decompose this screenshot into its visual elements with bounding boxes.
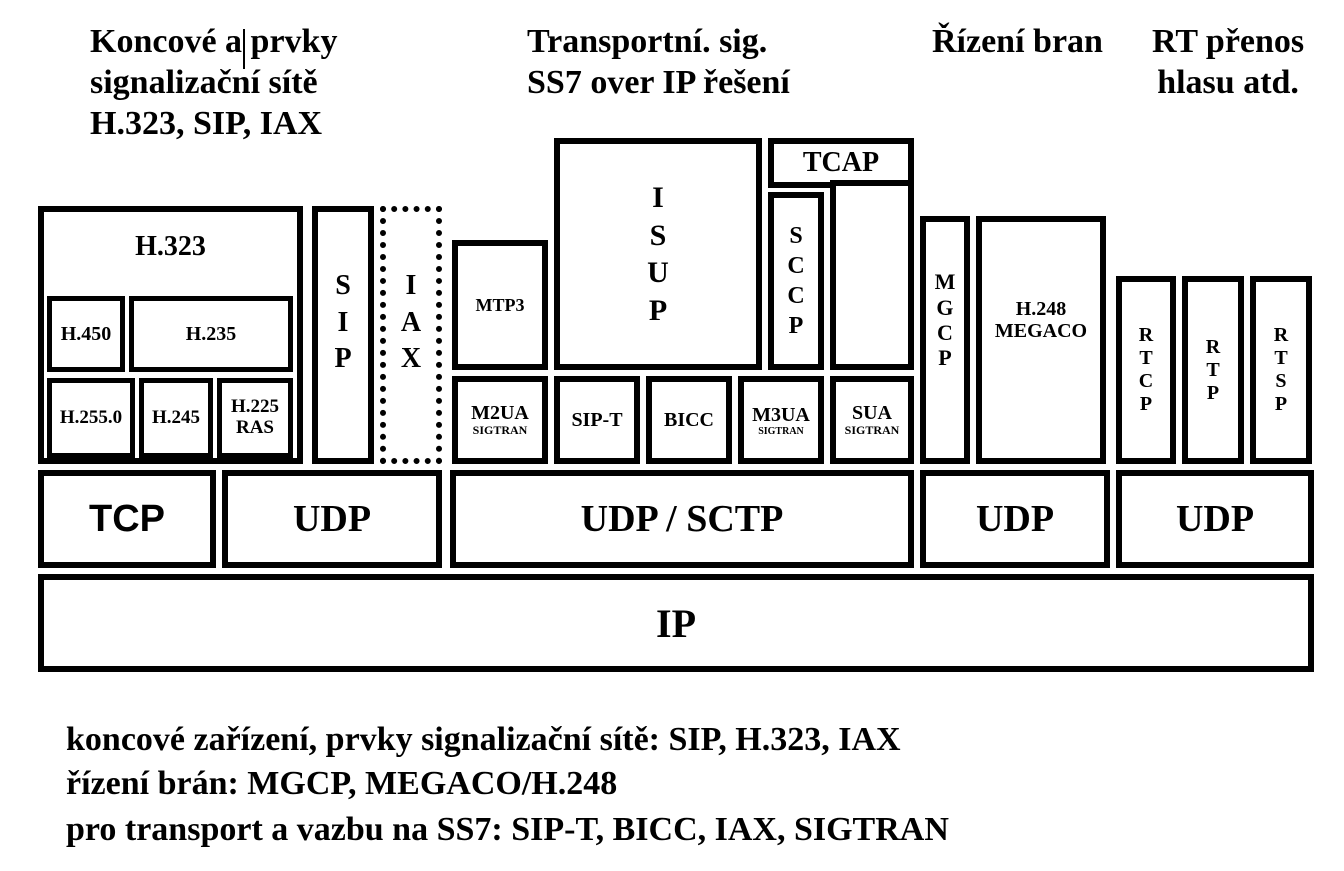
udp-box-3: UDP bbox=[1116, 470, 1314, 568]
heading-transport: Transportní. sig. SS7 over IP řešení bbox=[527, 23, 790, 101]
footer-line-endpoints: koncové zařízení, prvky signalizační sít… bbox=[66, 721, 901, 758]
udp-box-2: UDP bbox=[920, 470, 1110, 568]
sccp-box: S C C P bbox=[768, 192, 824, 370]
h2250-box: H.255.0 bbox=[47, 378, 135, 458]
m2ua-label: M2UA bbox=[471, 402, 529, 425]
heading-rt-transfer: RT přenos hlasu atd. bbox=[1152, 23, 1305, 101]
sipt-box: SIP-T bbox=[554, 376, 640, 464]
ip-box: IP bbox=[38, 574, 1314, 672]
rtp-box: R T P bbox=[1182, 276, 1244, 464]
h225-ras-box: H.225 RAS bbox=[217, 378, 293, 458]
tcap-box: TCAP bbox=[768, 138, 914, 188]
h245-box: H.245 bbox=[139, 378, 213, 458]
mgcp-box: M G C P bbox=[920, 216, 970, 464]
udp-sctp-box: UDP / SCTP bbox=[450, 470, 914, 568]
m2ua-box: M2UA SIGTRAN bbox=[452, 376, 548, 464]
m2ua-sublabel: SIGTRAN bbox=[472, 423, 528, 438]
rtcp-box: R T C P bbox=[1116, 276, 1176, 464]
h450-box: H.450 bbox=[47, 296, 125, 372]
tcp-box: TCP bbox=[38, 470, 216, 568]
h323-title: H.323 bbox=[135, 230, 206, 262]
sua-sublabel: SIGTRAN bbox=[844, 423, 900, 438]
footer-line-gateway: řízení brán: MGCP, MEGACO/H.248 bbox=[66, 765, 618, 802]
rtsp-box: R T S P bbox=[1250, 276, 1312, 464]
bicc-box: BICC bbox=[646, 376, 732, 464]
sua-box: SUA SIGTRAN bbox=[830, 376, 914, 464]
sip-box: S I P bbox=[312, 206, 374, 464]
tcap-column-box bbox=[830, 180, 914, 370]
megaco-box: H.248 MEGACO bbox=[976, 216, 1106, 464]
footer-line-transport: pro transport a vazbu na SS7: SIP-T, BIC… bbox=[66, 811, 949, 848]
sua-label: SUA bbox=[851, 402, 892, 425]
m3ua-label: M3UA bbox=[752, 403, 810, 426]
h235-box: H.235 bbox=[129, 296, 293, 372]
m3ua-box: M3UA SIGTRAN bbox=[738, 376, 824, 464]
udp-box-1: UDP bbox=[222, 470, 442, 568]
mtp3-box: MTP3 bbox=[452, 240, 548, 370]
text-cursor bbox=[243, 29, 245, 69]
m3ua-sublabel: SIGTRAN bbox=[758, 425, 804, 437]
heading-endpoints: Koncové a prvky signalizační sítě H.323,… bbox=[90, 23, 338, 142]
iax-box: I A X bbox=[380, 206, 442, 464]
isup-box: I S U P bbox=[554, 138, 762, 370]
heading-gateway-control: Řízení bran bbox=[932, 23, 1103, 60]
